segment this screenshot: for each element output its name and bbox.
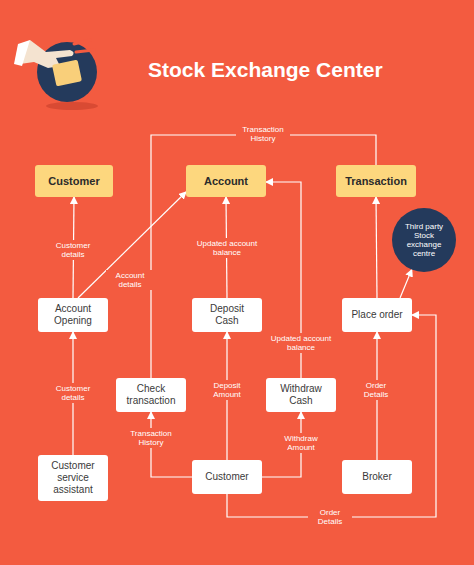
edge-label: Withdraw Amount bbox=[274, 433, 328, 453]
edge-label: Order Details bbox=[308, 507, 352, 527]
shadow bbox=[46, 102, 98, 110]
node-text: Account bbox=[204, 175, 248, 187]
process-box: Account Opening bbox=[38, 298, 108, 332]
node-text: Account Opening bbox=[43, 303, 103, 327]
edge-label: Account details bbox=[106, 270, 154, 290]
parcel bbox=[52, 60, 82, 87]
external-circle: Third party Stock exchange centre bbox=[392, 208, 456, 272]
motion-line bbox=[76, 50, 94, 52]
node-text: Third party Stock exchange centre bbox=[398, 222, 450, 258]
actor-box: Customer service assistant bbox=[38, 455, 108, 501]
process-box: Place order bbox=[342, 298, 412, 332]
title: Stock Exchange Center bbox=[148, 58, 383, 82]
edge-label: Customer details bbox=[48, 240, 98, 260]
motion-line bbox=[74, 40, 90, 44]
actor-box: Customer bbox=[192, 460, 262, 494]
node-text: Transaction bbox=[345, 175, 407, 187]
edge-label: Customer details bbox=[48, 383, 98, 403]
entity-box: Account bbox=[186, 165, 266, 197]
node-text: Customer service assistant bbox=[43, 460, 103, 496]
node-text: Place order bbox=[351, 309, 402, 321]
actor-box: Broker bbox=[342, 460, 412, 494]
edge-label: Transaction History bbox=[236, 124, 290, 144]
sleeve bbox=[14, 40, 30, 66]
process-box: Deposit Cash bbox=[192, 298, 262, 332]
node-text: Deposit Cash bbox=[197, 303, 257, 327]
connector bbox=[376, 197, 377, 298]
node-text: Customer bbox=[48, 175, 99, 187]
edge-label: Updated account balance bbox=[193, 238, 261, 258]
connector bbox=[400, 270, 412, 298]
node-text: Check transaction bbox=[121, 383, 181, 407]
edge-label: Order Details bbox=[354, 380, 398, 400]
entity-box: Customer bbox=[35, 165, 113, 197]
process-box: Withdraw Cash bbox=[266, 378, 336, 412]
entity-box: Transaction bbox=[336, 165, 416, 197]
edge-label: Transaction History bbox=[124, 428, 178, 448]
node-text: Customer bbox=[205, 471, 248, 483]
edge-label: Deposit Amount bbox=[202, 380, 252, 400]
process-box: Check transaction bbox=[116, 378, 186, 412]
node-text: Broker bbox=[362, 471, 391, 483]
edge-label: Updated account balance bbox=[267, 333, 335, 353]
node-text: Withdraw Cash bbox=[271, 383, 331, 407]
